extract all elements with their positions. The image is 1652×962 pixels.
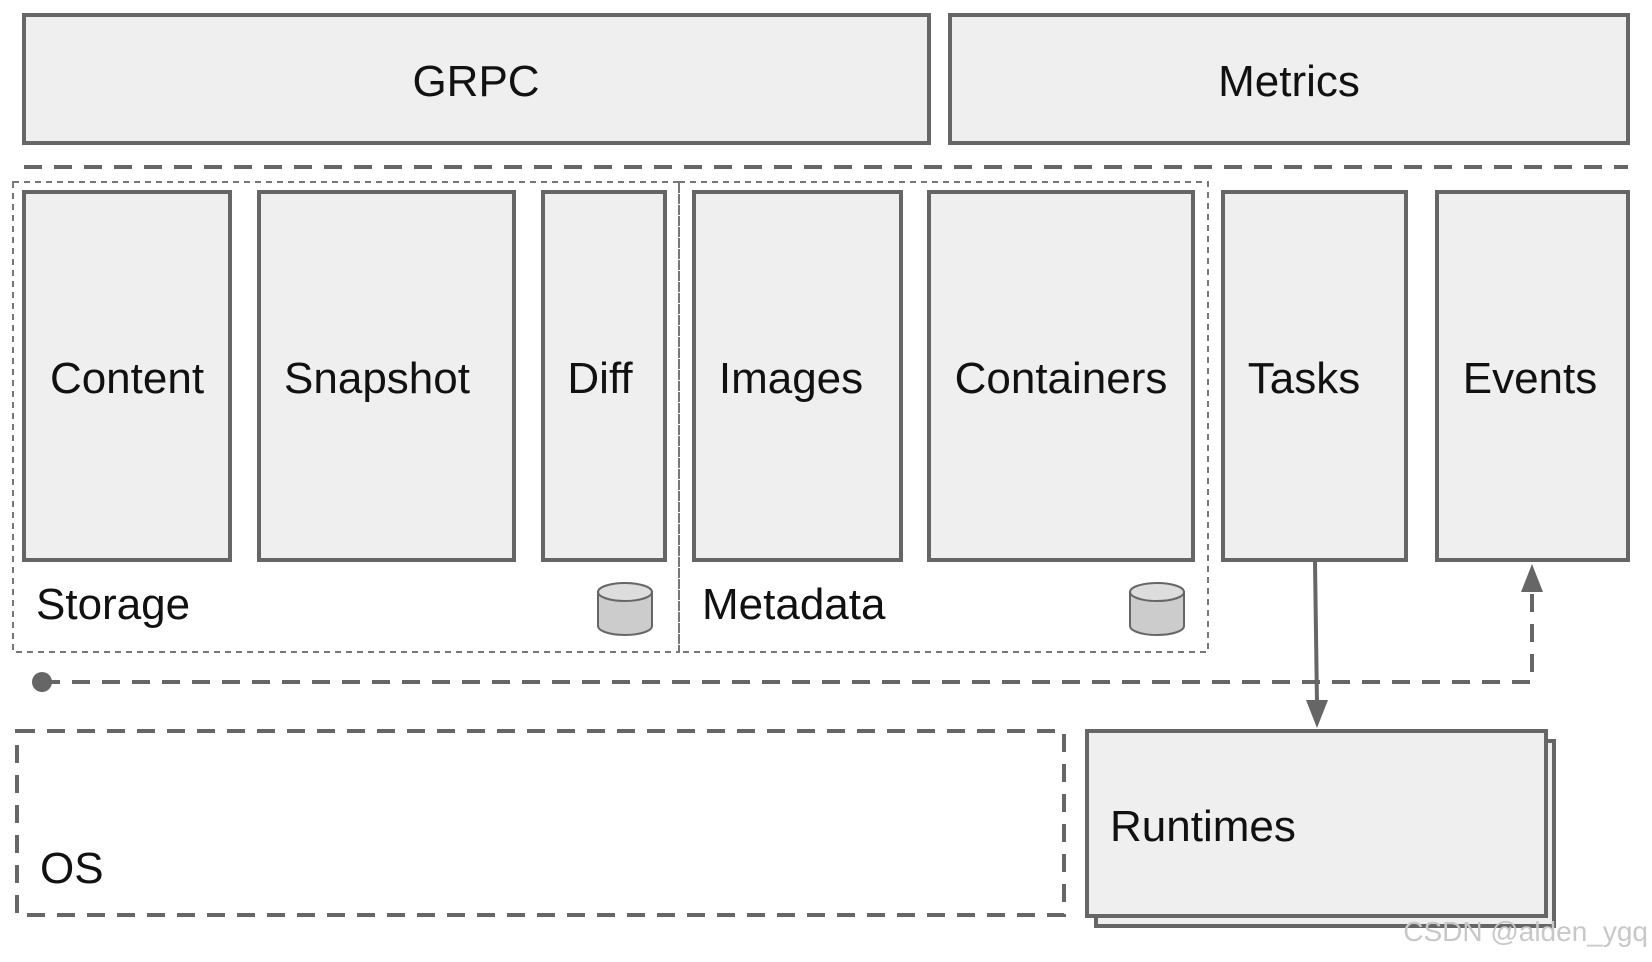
diff-box: Diff (541, 190, 667, 562)
diff-label: Diff (567, 354, 633, 403)
storage-group-label: Storage (36, 580, 190, 629)
storage-group-border (12, 181, 680, 653)
content-box: Content (22, 190, 232, 562)
runtimes-label: Runtimes (1110, 802, 1296, 851)
metadata-group-label: Metadata (702, 580, 886, 629)
images-label: Images (719, 354, 863, 403)
metadata-group-border (678, 181, 1209, 653)
runtimes-box: Runtimes (1085, 729, 1556, 928)
events-box: Events (1435, 190, 1630, 562)
database-icon (1129, 582, 1185, 636)
os-label: OS (40, 844, 104, 893)
os-box: OS (15, 729, 1066, 917)
grpc-box: GRPC (22, 13, 931, 145)
metrics-label: Metrics (1218, 57, 1360, 106)
containers-label: Containers (955, 354, 1168, 403)
snapshot-label: Snapshot (284, 354, 470, 403)
database-icon (597, 582, 653, 636)
watermark-text: CSDN @alden_ygq (1403, 916, 1648, 947)
snapshot-box: Snapshot (257, 190, 516, 562)
tasks-to-runtimes-line (1313, 561, 1319, 705)
tasks-box: Tasks (1221, 190, 1408, 562)
events-label: Events (1463, 354, 1598, 403)
metrics-box: Metrics (948, 13, 1630, 145)
tasks-label: Tasks (1248, 354, 1360, 403)
grpc-label: GRPC (412, 57, 539, 106)
containers-box: Containers (927, 190, 1195, 562)
arrow-up-icon (1521, 564, 1543, 592)
event-bus-line (42, 588, 1534, 684)
content-label: Content (50, 354, 204, 403)
images-box: Images (692, 190, 903, 562)
arrow-down-icon (1306, 700, 1328, 728)
